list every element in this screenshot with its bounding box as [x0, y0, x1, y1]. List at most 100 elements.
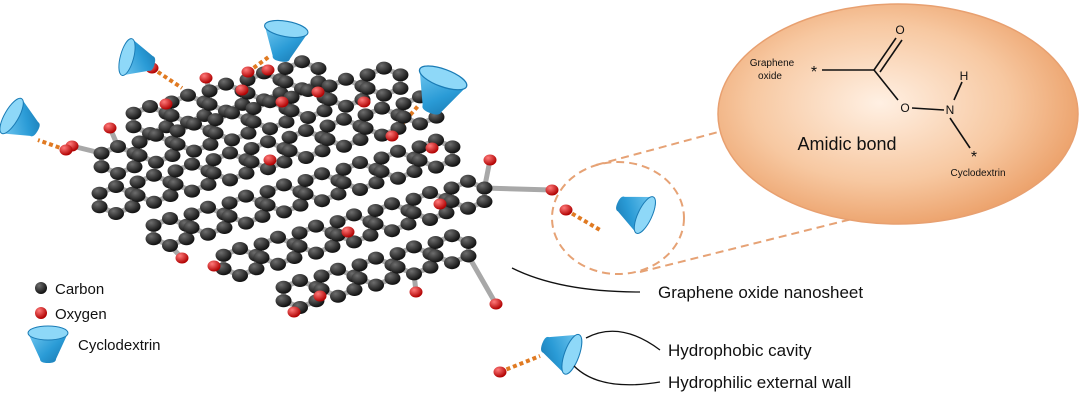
carbon-atom [336, 139, 352, 153]
carbon-atom [395, 97, 412, 111]
carbon-atom [243, 155, 260, 169]
oxygen-atom [287, 306, 301, 318]
oxygen-atom [385, 130, 399, 142]
zoom-line-top [595, 127, 734, 166]
carbon-atom [357, 121, 374, 135]
legend-carbon-label: Carbon [55, 281, 104, 298]
carbon-atom [460, 235, 477, 249]
carbon-atom [93, 160, 110, 174]
oxygen-atom [199, 72, 213, 84]
carbon-atom [260, 135, 276, 149]
carbon-atom [148, 128, 164, 142]
atom-n: N [946, 103, 955, 117]
carbon-atom [222, 173, 238, 187]
carbon-atom [427, 235, 444, 249]
carbon-atom [162, 239, 178, 252]
amidic-bond-inset: Graphene oxide * O O N H * Cyclodextrin … [717, 3, 1079, 225]
carbon-atom [169, 137, 186, 151]
carbon-atom [221, 196, 238, 210]
carbon-atom [110, 167, 126, 180]
carbon-atom [110, 140, 126, 153]
carbon-atom [444, 229, 460, 243]
carbon-atom [207, 113, 224, 127]
carbon-atom [216, 221, 233, 235]
carbon-atom [167, 164, 184, 178]
carbon-atom [422, 260, 439, 274]
carbon-atom [330, 262, 346, 276]
carbon-atom [443, 195, 460, 209]
carbon-atom [368, 176, 385, 190]
carbon-atom [367, 203, 384, 217]
oxygen-atom [261, 64, 275, 76]
carbon-atom [108, 207, 124, 220]
carbon-atom [351, 271, 368, 285]
carbon-atom [384, 224, 400, 238]
carbon-atom [476, 181, 493, 195]
carbon-atom [300, 111, 316, 124]
carbon-atom [330, 289, 346, 303]
carbon-atom [351, 258, 368, 272]
cyclodextrin-cone [0, 97, 40, 137]
carbon-atom [245, 115, 262, 129]
ester-linkers [37, 54, 602, 374]
carbon-atom [275, 294, 292, 308]
carbon-atom [221, 209, 238, 223]
linker [37, 138, 67, 152]
cavity-callout-line [585, 330, 661, 351]
graphene-oxide-sheet [37, 54, 602, 378]
carbon-atom [359, 81, 376, 95]
legend-oxygen-label: Oxygen [55, 306, 107, 323]
nanosheet-label: Graphene oxide nanosheet [658, 283, 863, 302]
carbon-atom [146, 195, 162, 209]
carbon-atom [359, 68, 376, 82]
carbon-atom [335, 162, 352, 176]
carbon-atom [205, 166, 222, 180]
carbon-atom [224, 133, 240, 147]
carbon-atom [330, 187, 347, 201]
star-bottom: * [971, 149, 977, 166]
oxygen-atom [311, 86, 325, 98]
oxygen-atom [483, 154, 497, 166]
carbon-atom [405, 192, 422, 206]
carbon-atom [314, 194, 330, 208]
carbon-atom [277, 75, 294, 89]
carbon-atom [276, 205, 292, 219]
carbon-atom [338, 99, 354, 113]
carbon-atom [205, 153, 222, 167]
carbon-atom [243, 141, 260, 155]
carbon-atom [93, 146, 110, 160]
carbon-atom [167, 177, 184, 191]
carbon-atom [384, 271, 401, 285]
carbon-atom [352, 183, 368, 196]
carbon-atom [162, 189, 179, 203]
carbon-atom [308, 219, 324, 233]
carbon-atom [294, 55, 310, 69]
carbon-atom [411, 153, 428, 167]
carbon-atom [125, 120, 142, 134]
carbon-atom [346, 208, 362, 222]
carbon-atom [438, 206, 455, 220]
carbon-atom [183, 221, 200, 235]
carbon-atom [406, 267, 422, 281]
zoom-indicator [551, 127, 909, 275]
legend: Carbon Oxygen Cyclodextrin [27, 281, 161, 363]
carbon-atom [443, 181, 460, 195]
carbon-atom [183, 207, 200, 221]
carbon-atom [180, 88, 196, 102]
carbon-atom [201, 84, 218, 98]
carbon-atom [319, 133, 336, 147]
carbon-atom [297, 173, 314, 187]
graphene-oxide-label-line2: oxide [758, 71, 782, 82]
carbon-atom [91, 200, 108, 214]
carbon-atom [184, 157, 200, 171]
carbon-atom [390, 144, 406, 158]
carbon-atom [346, 283, 363, 297]
zoom-line-bottom [639, 204, 909, 273]
carbon-atom [352, 156, 368, 169]
carbon-atom [124, 200, 141, 214]
carbon-atom [335, 176, 352, 190]
carbon-atom [275, 280, 292, 294]
carbon-atom [406, 240, 422, 254]
carbon-atom [368, 251, 384, 265]
